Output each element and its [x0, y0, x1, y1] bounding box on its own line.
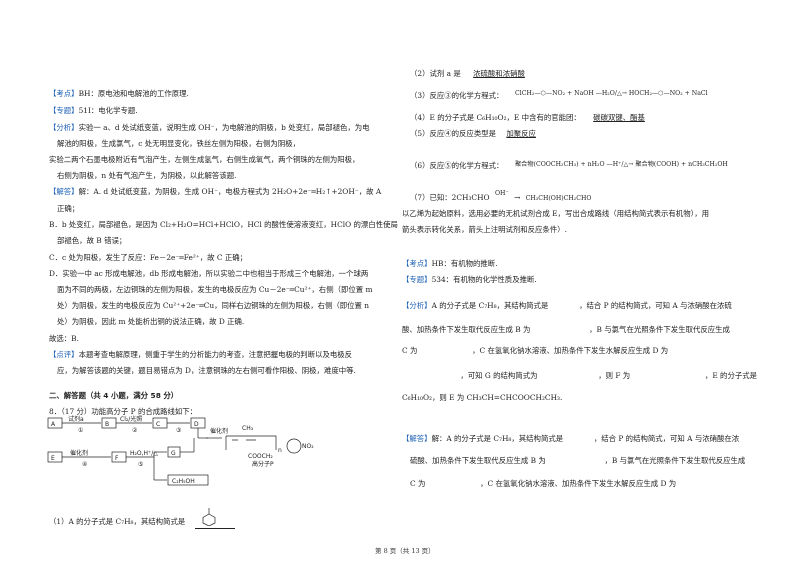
analysis-line: 右侧为阴极，n 处有气泡产生，为阴极，以此解答该题.: [57, 171, 237, 180]
polymer-p-label: 高分子P: [252, 460, 274, 468]
box-c: C: [156, 421, 160, 428]
answer-blank: [195, 528, 235, 529]
answer-line: 面为不同的两极，左边铜珠的左侧为阳极，发生的电极反应为 Cu－2e⁻═Cu²⁺，…: [57, 285, 373, 294]
analysis-line: C 为 ，C 在氢氧化钠水溶液、加热条件下发生水解反应生成 D 为: [402, 346, 669, 355]
answer-line: C 为 ，C 在氢氧化钠水溶液、加热条件下发生水解反应生成 D 为: [410, 479, 677, 488]
toluene-structure: [202, 508, 216, 526]
question-4: （4）E 的分子式是 C₆H₁₀O₂，E 中含有的官能团： 碳碳双键、酯基: [410, 114, 655, 121]
analysis-line: 【分析】A 的分子式是 C₇H₈，其结构简式是 ，结合 P 的结构简式，可知 A…: [402, 301, 732, 310]
step-5: ⑤: [138, 461, 143, 468]
reagent-h2o: H₂O,H⁺/△: [130, 450, 158, 457]
analysis-line: 酸、加热条件下发生取代反应生成 B 为 ，B 与氯气在光照条件下发生取代反应生成: [402, 325, 730, 334]
question-6: （6）反应⑤的化学方程式：: [410, 161, 504, 170]
reaction-5-equation: 聚合物(COOCH₂CH₃) + nH₂O —H⁺/△→ 聚合物(COOH) +…: [515, 161, 728, 168]
question-8: 8．（17 分）功能高分子 P 的合成路线如下：: [49, 407, 198, 416]
reaction-3-equation: ClCH₂—⬡—NO₂ + NaOH —H₂O/△→ HOCH₂—⬡—NO₂ +…: [515, 90, 708, 97]
answer-line: 【解答】解：A 的分子式是 C₇H₈，其结构简式是 ，结合 P 的结构简式，可知…: [402, 434, 740, 443]
methyl-label: CH₃: [242, 425, 254, 432]
synthesis-route-diagram: A B C D E F G C₂H₅OH 试剂a ① Cl₂/光照 ② ③ 催化…: [47, 415, 314, 486]
page-footer: 第 8 页（共 13 页）: [375, 547, 435, 555]
step-1: ①: [78, 427, 83, 434]
question-7: （7）已知：2CH₃CHO OH⁻ → CH₃CH(OH)CH₂CHO: [410, 190, 592, 202]
answer-2: 浓硫酸和浓硝酸: [473, 69, 525, 78]
answer-line: 正确；: [57, 204, 80, 213]
choice-line: 故选：B.: [49, 334, 79, 343]
step-4: ④: [82, 461, 87, 468]
box-f: F: [115, 455, 119, 462]
question-2: （2）试剂 a 是 浓硫酸和浓硝酸: [410, 70, 535, 77]
zhuanti-line: 【专题】534：有机物的化学性质及推断.: [402, 275, 537, 284]
analysis-line: C₆H₁₀O₂，则 E 为 CH₃CH=CHCOOCH₂CH₃.: [402, 393, 563, 402]
reagent-catalyst-2: 催化剂: [210, 427, 228, 435]
box-d: D: [194, 421, 199, 428]
answer-line: 处）为阴极，因此 m 处能析出铜的说法正确，故 D 正确.: [57, 317, 245, 326]
analysis-line: 解池的阳极，生成氯气，c 处无明显变化，铁丝左侧为阳极，右侧为阴极，: [57, 139, 300, 148]
ester-label: COOCH₂: [248, 453, 273, 460]
box-e: E: [51, 455, 55, 462]
box-g: G: [171, 450, 176, 457]
box-a: A: [51, 421, 56, 428]
repeat-n: n: [278, 447, 282, 454]
question-7-text: 箭头表示转化关系，箭头上注明试剂和反应条件）.: [402, 225, 567, 234]
answer-line: 硫酸、加热条件下发生取代反应生成 B 为 ，B 与氯气在光照条件下发生取代反应生…: [410, 456, 746, 465]
analysis-line: 【分析】实验一 a、d 处试纸变蓝，说明生成 OH⁻，为电解池的阴极，b 处变红…: [49, 123, 370, 132]
analysis-line: 实验二两个石墨电极附近有气泡产生，左侧生成氢气，右侧生成氧气，两个铜珠的左侧为阳…: [49, 155, 360, 164]
answer-line: 处）为阴极，发生的电极反应为 Cu²⁺+2e⁻═Cu，同样右边铜珠的左侧为阳极，…: [57, 301, 370, 310]
comment-line: 【点评】本题考查电解原理，侧重于学生的分析能力的考查，注意把握电极的判断以及电极…: [49, 350, 353, 359]
kaodian-line: 【考点】BH：原电池和电解池的工作原理.: [49, 89, 189, 98]
box-b: B: [105, 421, 109, 428]
answer-line: 【解答】解：A. d 处试纸变蓝，为阴极，生成 OH⁻，电极方程式为 2H₂O+…: [49, 187, 382, 196]
question-5: （5）反应④的反应类型是 加聚反应: [410, 130, 544, 137]
question-1: （1）A 的分子式是 C₇H₈，其结构简式是: [49, 517, 186, 526]
answer-4: 碳碳双键、酯基: [593, 113, 645, 122]
answer-line: B．b 处变红，局部褪色，是因为 Cl₂+H₂O=HCl+HClO，HCl 的酸…: [49, 220, 398, 229]
analysis-line: ，可知 G 的结构简式为 ，则 F 为 ，E 的分子式是: [460, 371, 758, 380]
question-7-text: 以乙烯为起始原料，选用必要的无机试剂合成 E，写出合成路线（用结构简式表示有机物…: [402, 209, 710, 218]
kaodian-line: 【考点】HB：有机物的推断.: [402, 259, 498, 268]
answer-line: C．c 处为阳极，发生了反应：Fe－2e⁻═Fe²⁺，故 C 正确；: [49, 253, 248, 262]
question-3: （3）反应③的化学方程式：: [410, 91, 504, 100]
zhuanti-line: 【专题】51I：电化学专题.: [49, 106, 138, 115]
answer-line: 部褪色，故 B 错误；: [57, 236, 127, 245]
step-2: ②: [132, 427, 138, 434]
reagent-catalyst: 催化剂: [70, 449, 88, 457]
reagent-cl2: Cl₂/光照: [120, 415, 142, 423]
section-heading: 二、解答题（共 4 小题，满分 58 分）: [49, 391, 179, 400]
box-ethanol: C₂H₅OH: [172, 478, 195, 485]
answer-line: D．实验一中 ac 形成电解池，db 形成电解池，所以实验二中也相当于形成三个电…: [49, 269, 369, 278]
answer-5: 加聚反应: [506, 129, 536, 138]
reagent-a: 试剂a: [68, 415, 84, 423]
step-3: ③: [176, 427, 181, 434]
comment-line: 应，为解答该题的关键，题目易错点为 D，注意铜珠的左右侧可看作阳极、阴极，难度中…: [57, 366, 356, 375]
nitro-label: NO₂: [302, 443, 314, 450]
